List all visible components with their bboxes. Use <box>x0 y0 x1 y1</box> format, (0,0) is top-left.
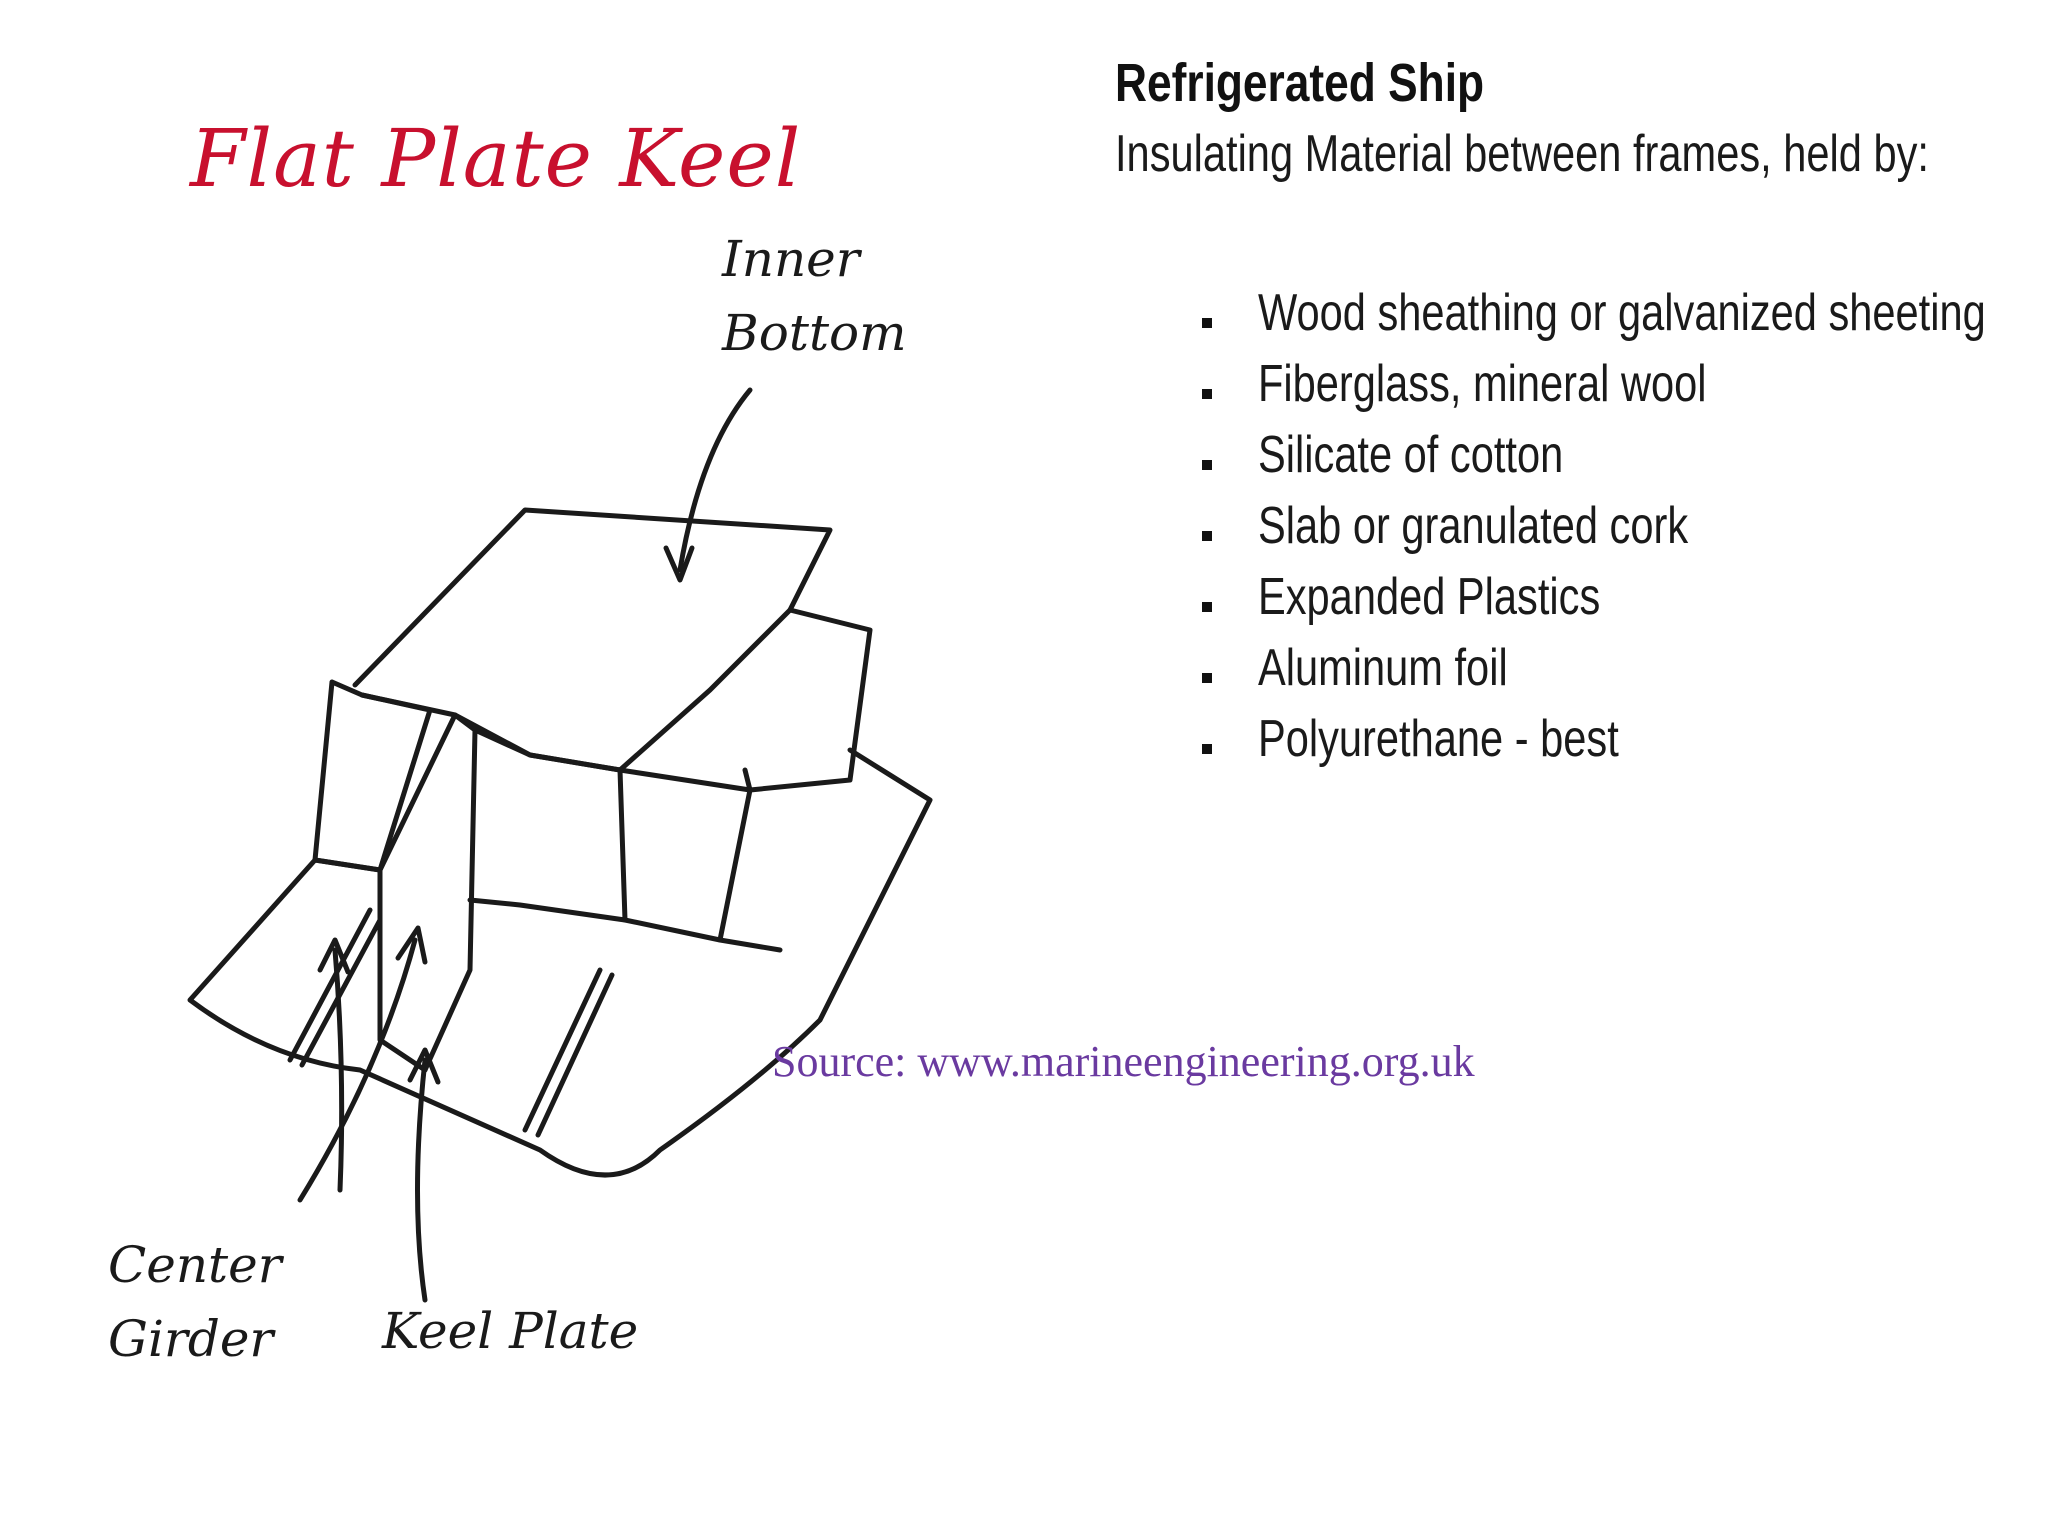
material-text: Silicate of cotton <box>1258 426 1564 484</box>
label-keel-plate: Keel Plate <box>382 1302 639 1360</box>
panel-heading: Refrigerated Ship <box>1115 53 1485 113</box>
right-floor-wall <box>617 767 753 943</box>
material-text: Aluminum foil <box>1258 639 1508 697</box>
arrow-inner-bottom <box>677 387 753 573</box>
bullet-icon <box>1202 318 1212 328</box>
arrow-keel-plate <box>415 1057 428 1303</box>
list-item: Polyurethane - best <box>1202 704 2042 775</box>
center-block-face <box>467 727 628 923</box>
center-girder-face <box>377 712 458 1073</box>
label-inner-bottom: Inner Bottom <box>722 222 907 370</box>
panel-subtitle: Insulating Material between frames, held… <box>1115 125 1929 183</box>
label-center-girder-line1: Center <box>108 1236 282 1294</box>
material-text: Polyurethane - best <box>1258 710 1619 768</box>
right-floor-base <box>717 937 783 953</box>
label-center-girder-line2: Girder <box>108 1310 274 1368</box>
inner-bottom-plate <box>352 507 833 773</box>
bullet-icon <box>1202 460 1212 470</box>
stiffener-right <box>522 967 603 1133</box>
list-item: Slab or granulated cork <box>1202 491 2042 562</box>
material-text: Wood sheathing or galvanized sheeting <box>1258 284 1986 342</box>
list-item: Wood sheathing or galvanized sheeting <box>1202 278 2042 349</box>
bullet-icon <box>1202 744 1212 754</box>
source-credit: Source: www.marineengineering.org.uk <box>772 1037 1475 1086</box>
left-skirt <box>312 857 383 873</box>
bullet-icon <box>1202 389 1212 399</box>
insulation-text-panel: Refrigerated Ship Insulating Material be… <box>1100 40 2048 780</box>
materials-list: Wood sheathing or galvanized sheeting Fi… <box>1202 278 2042 775</box>
list-item: Fiberglass, mineral wool <box>1202 349 2042 420</box>
list-item: Aluminum foil <box>1202 633 2042 704</box>
bullet-icon <box>1202 531 1212 541</box>
material-text: Expanded Plastics <box>1258 568 1601 626</box>
bottom-shell-plate <box>187 747 933 1178</box>
diagram-title: Flat Plate Keel <box>190 112 802 205</box>
stiffener-left-b <box>299 917 383 1068</box>
list-item: Silicate of cotton <box>1202 420 2042 491</box>
center-girder-top <box>422 712 478 1073</box>
inner-bottom-edge <box>742 607 873 793</box>
arrow-center-girder-b <box>332 947 345 1193</box>
stiffener-right-b <box>535 972 615 1138</box>
list-item: Expanded Plastics <box>1202 562 2042 633</box>
keel-diagram: Flat Plate Keel Inner Bottom Center Gird… <box>80 70 980 1400</box>
arrow-center-girder <box>297 937 418 1203</box>
stiffener-left <box>287 907 373 1063</box>
material-text: Slab or granulated cork <box>1258 497 1689 555</box>
left-floor-wall <box>312 679 433 873</box>
label-inner-bottom-line2: Bottom <box>722 304 907 362</box>
bullet-icon <box>1202 673 1212 683</box>
label-inner-bottom-line1: Inner <box>722 230 860 288</box>
bullet-icon <box>1202 602 1212 612</box>
material-text: Fiberglass, mineral wool <box>1258 355 1707 413</box>
label-center-girder: Center Girder <box>108 1228 282 1376</box>
keel-drawing <box>187 387 933 1303</box>
